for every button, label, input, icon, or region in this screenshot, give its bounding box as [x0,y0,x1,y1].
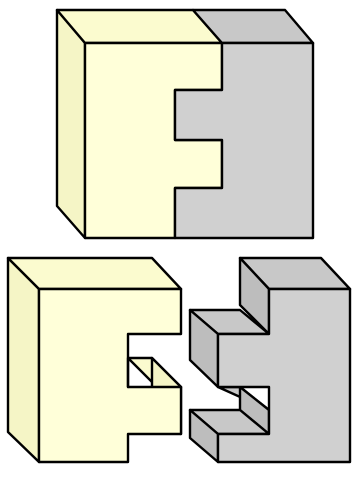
assembled-gray-front-face [173,41,315,240]
yellow-front-face [37,287,183,464]
separated-gray-piece [188,256,352,464]
assembled-yellow-left-face [55,8,87,240]
assembled-cube [55,8,315,240]
yellow-left-face [6,256,41,464]
gray-front-face [216,287,352,464]
yellow-top-face [6,256,183,291]
separated-yellow-piece [6,256,183,464]
